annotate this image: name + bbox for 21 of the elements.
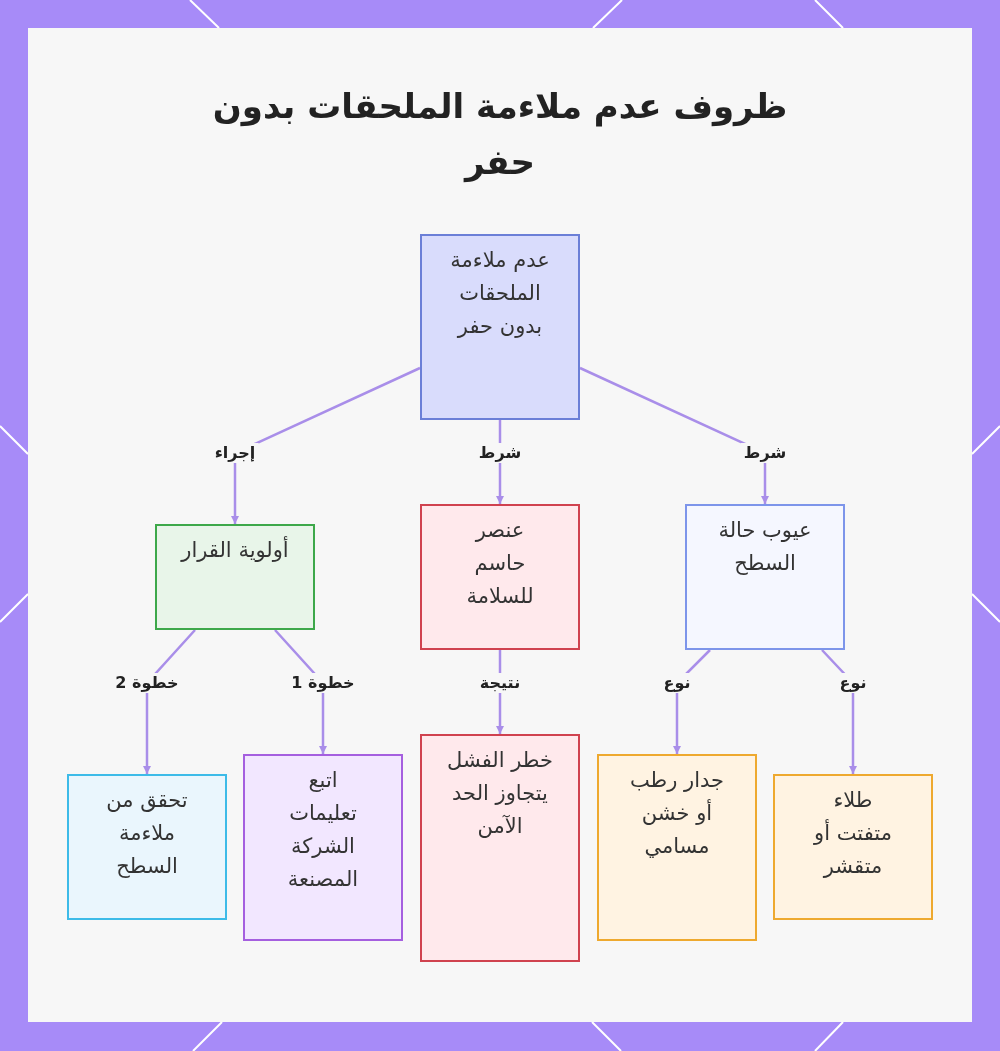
node-text: عدم ملاءمة الملحقات بدون حفر (449, 247, 551, 340)
process-box (155, 524, 315, 630)
node-text: تحقق من ملاءمة السطح (105, 787, 189, 880)
node-text: جدار رطب أو خشن مسامي (629, 767, 725, 860)
process-box (773, 774, 933, 920)
node-text: أولوية القرار (180, 535, 290, 564)
arrow (231, 366, 421, 524)
process-box (685, 504, 845, 650)
arrow (143, 629, 196, 774)
process-box (420, 234, 580, 420)
process-box (67, 774, 227, 920)
title: ظروف عدم ملاءمة الملحقات بدون حفر (211, 85, 789, 185)
node-text: عيوب حالة السطح (717, 517, 813, 577)
process-box (597, 754, 757, 941)
node-text: اتبع تعليمات الشركة المصنعة (287, 767, 359, 893)
process-box (420, 734, 580, 962)
node-text: عنصر حاسم للسلامة (465, 517, 535, 610)
node-text: طلاء متفتت أو متقشر (813, 787, 893, 880)
process-box (420, 504, 580, 650)
process-box (243, 754, 403, 941)
node-text: خطر الفشل يتجاوز الحد الآمن (446, 747, 554, 840)
